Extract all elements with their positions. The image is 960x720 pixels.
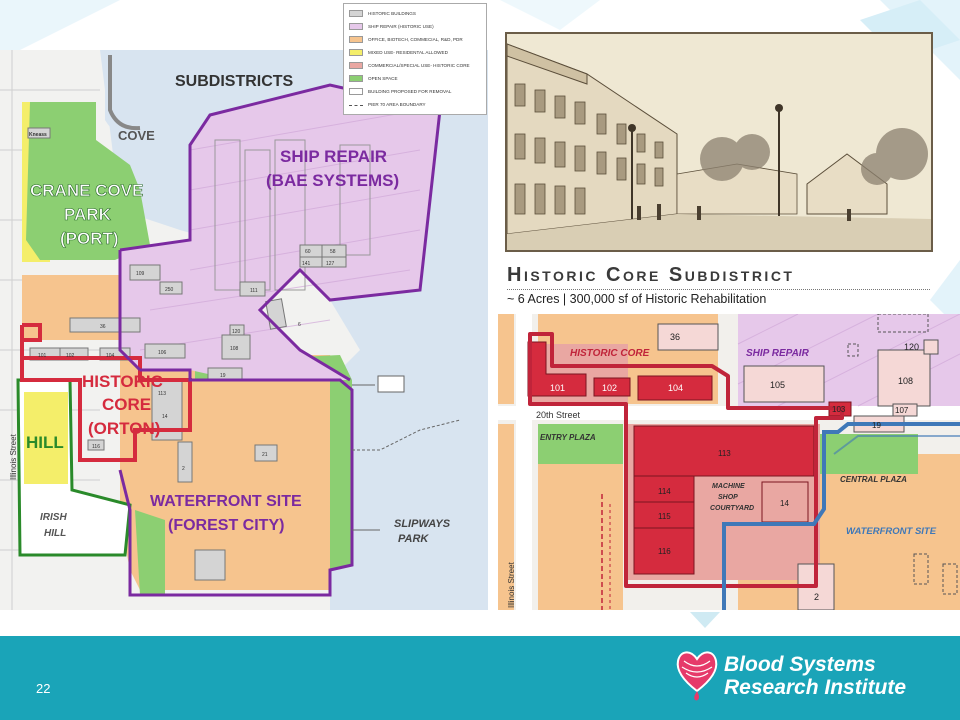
legend-swatch bbox=[349, 10, 363, 17]
building-numbers: 109 250 111 60 141 127 58 36 101 102 104… bbox=[38, 249, 336, 472]
bldg-113-label: 113 bbox=[718, 449, 731, 458]
org-name-line1: Blood Systems bbox=[724, 653, 876, 676]
legend-swatch bbox=[349, 75, 363, 82]
bldg-14: 14 bbox=[162, 414, 168, 420]
org-name-line2: Research Institute bbox=[724, 676, 907, 699]
waterfront-label-1: WATERFRONT SITE bbox=[150, 493, 302, 510]
kneass-label: Kneass bbox=[29, 132, 47, 138]
legend-swatch bbox=[349, 36, 363, 43]
bldg-2: 2 bbox=[182, 466, 185, 472]
bldg-127: 127 bbox=[326, 261, 335, 267]
bldg-113: 113 bbox=[158, 391, 166, 397]
legend-label: MIXED USE- RESIDENTAL ALLOWED bbox=[368, 50, 448, 55]
page-number: 22 bbox=[36, 681, 51, 696]
bldg-102-label: 102 bbox=[602, 383, 617, 393]
legend-swatch bbox=[349, 105, 363, 106]
illinois-street-map-label: Illinois Street bbox=[507, 561, 516, 608]
bldg-105-label: 105 bbox=[770, 380, 785, 390]
machine-shop-label-2: SHOP bbox=[718, 494, 738, 501]
bldg-21: 21 bbox=[262, 452, 268, 458]
bldg-109: 109 bbox=[136, 271, 145, 277]
ship-repair-label-2: (BAE SYSTEMS) bbox=[266, 171, 399, 190]
ship-repair-label-1: SHIP REPAIR bbox=[280, 147, 387, 166]
crane-cove-label-1: CRANE COVE bbox=[30, 181, 143, 200]
bldg-60: 60 bbox=[305, 249, 311, 255]
legend-label: BUILDING PROPOSED FOR REMOVAL bbox=[368, 89, 452, 94]
bldg-36-label: 36 bbox=[670, 332, 680, 342]
map-legend: HISTORIC BUILDINGS SHIP REPAIR (HISTORIC… bbox=[343, 3, 487, 115]
legend-label: OPEN SPACE bbox=[368, 76, 398, 81]
legend-label: SHIP REPAIR (HISTORIC USE) bbox=[368, 24, 434, 29]
bldg-101: 101 bbox=[38, 353, 47, 359]
machine-shop-label-3: COURTYARD bbox=[710, 505, 754, 512]
bldg-108: 108 bbox=[230, 346, 239, 352]
historic-core-map-label: HISTORIC CORE bbox=[570, 348, 650, 359]
blood-drop-heart-logo-icon bbox=[676, 651, 718, 701]
bldg-58: 58 bbox=[330, 249, 336, 255]
irish-hill-label-1: IRISH bbox=[40, 512, 67, 523]
bldg-250: 250 bbox=[165, 287, 174, 293]
central-plaza-label: CENTRAL PLAZA bbox=[840, 475, 907, 484]
waterfront-site-map-label: WATERFRONT SITE bbox=[846, 526, 937, 537]
bldg-104: 104 bbox=[106, 353, 115, 359]
bldg-107-label: 107 bbox=[895, 406, 909, 415]
bldg-114-label: 114 bbox=[658, 487, 671, 496]
20th-street-label: 20th Street bbox=[536, 410, 581, 420]
entry-plaza-label: ENTRY PLAZA bbox=[540, 433, 596, 442]
illinois-street-label: Illinois Street bbox=[9, 433, 18, 480]
bldg-108-label: 108 bbox=[898, 376, 913, 386]
bldg-19-label: 19 bbox=[872, 421, 881, 430]
bldg-116: 116 bbox=[92, 444, 100, 450]
footer-bar bbox=[0, 636, 960, 720]
historic-core-label-3: (ORTON) bbox=[88, 419, 160, 438]
legend-swatch bbox=[349, 62, 363, 69]
bldg-141: 141 bbox=[302, 261, 311, 267]
bldg-14-label: 14 bbox=[780, 499, 789, 508]
irish-hill-label-2: HILL bbox=[44, 528, 66, 539]
historic-core-detail-map: HISTORIC CORE SHIP REPAIR 20th Street EN… bbox=[498, 314, 960, 610]
legend-swatch bbox=[349, 88, 363, 95]
waterfront-label-2: (FOREST CITY) bbox=[168, 517, 284, 534]
bldg-120-label: 120 bbox=[904, 342, 919, 352]
bldg-36: 36 bbox=[100, 324, 106, 330]
bldg-104-label: 104 bbox=[668, 383, 683, 393]
legend-label: HISTORIC BUILDINGS bbox=[368, 11, 416, 16]
bldg-106: 106 bbox=[158, 350, 167, 356]
historic-core-label-2: CORE bbox=[102, 395, 151, 414]
legend-label: PIER 70 AREA BOUNDARY bbox=[368, 102, 426, 107]
bldg-2-label: 2 bbox=[814, 592, 819, 602]
bldg-19: 19 bbox=[220, 373, 226, 379]
bldg-111: 111 bbox=[250, 288, 258, 294]
crane-cove-label-2: PARK bbox=[64, 205, 112, 224]
bldg-115-label: 115 bbox=[658, 512, 671, 521]
title-divider bbox=[507, 289, 930, 290]
slipways-label-1: SLIPWAYS bbox=[394, 518, 451, 530]
legend-swatch bbox=[349, 23, 363, 30]
bldg-103-label: 103 bbox=[832, 405, 846, 414]
historic-sketch-image bbox=[505, 32, 933, 252]
historic-core-title: Historic Core Subdistrict bbox=[507, 264, 795, 286]
historic-core-label-1: HISTORIC bbox=[82, 372, 163, 391]
bldg-102: 102 bbox=[66, 353, 75, 359]
subdistricts-title: SUBDISTRICTS bbox=[175, 73, 294, 90]
bldg-101-label: 101 bbox=[550, 383, 565, 393]
crane-cove-label-3: (PORT) bbox=[60, 229, 119, 248]
historic-core-subtitle: ~ 6 Acres | 300,000 sf of Historic Rehab… bbox=[507, 292, 767, 306]
legend-swatch bbox=[349, 49, 363, 56]
legend-label: OFFICE, BIOTECH, COMMECIAL, R&D, PDR bbox=[368, 37, 463, 42]
sketch-drawing bbox=[506, 34, 931, 250]
ship-repair-map-label: SHIP REPAIR bbox=[746, 348, 810, 359]
hill-label: HILL bbox=[26, 433, 64, 452]
slipways-label-2: PARK bbox=[398, 533, 429, 545]
cove-label: COVE bbox=[118, 128, 155, 143]
legend-label: COMMERCIAL/SPECIAL USE- HISTORIC CORE bbox=[368, 63, 470, 68]
machine-shop-label-1: MACHINE bbox=[712, 483, 745, 490]
bldg-6: 6 bbox=[298, 322, 301, 328]
subdistricts-map: SUBDISTRICTS COVE CRANE COVE PARK (PORT)… bbox=[0, 50, 488, 610]
bldg-116-label: 116 bbox=[658, 547, 671, 556]
bldg-120: 120 bbox=[232, 329, 241, 335]
